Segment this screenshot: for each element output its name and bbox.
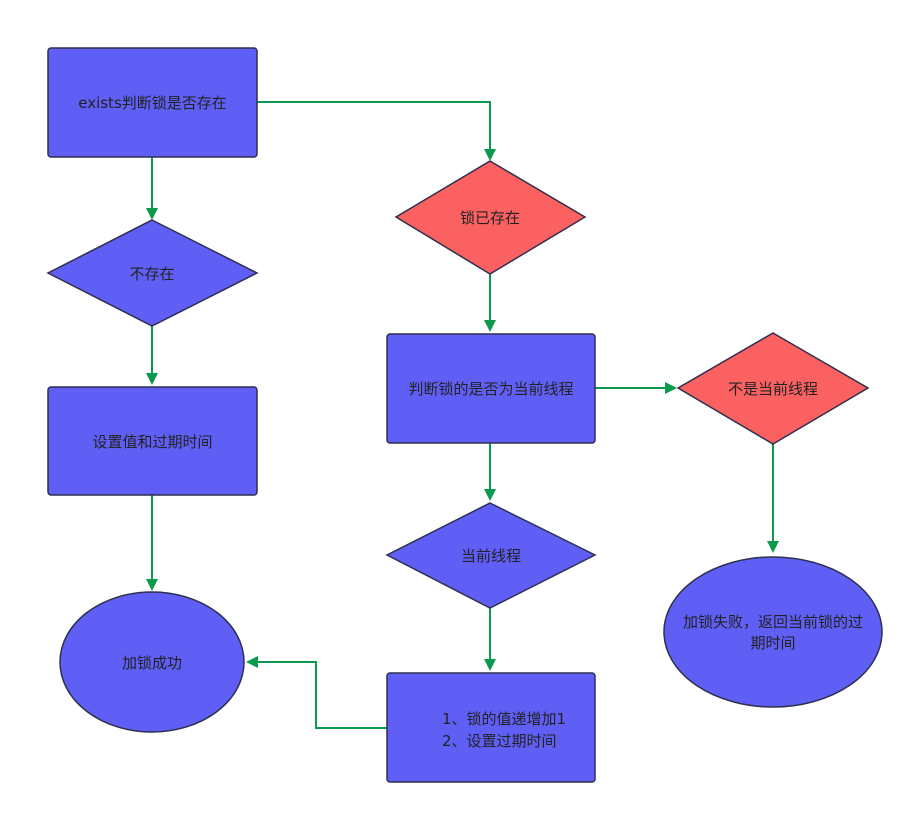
edge-exists-to-not-exist-arrow (146, 208, 158, 220)
edge-exists-to-lock-exists (257, 101, 491, 151)
lock-fail-line-2: 期时间 (750, 634, 795, 652)
node-exists-check: exists判断锁是否存在 (47, 47, 258, 158)
node-reentrant-steps: 1、锁的值递增加1 2、设置过期时间 (386, 672, 596, 783)
lock-success-label: 加锁成功 (122, 654, 182, 672)
edge-current-to-reentrant-arrow (484, 659, 496, 671)
lock-exists-label: 锁已存在 (460, 209, 520, 227)
decision-not-exist (46, 219, 259, 327)
terminal-lock-success (59, 591, 245, 733)
edge-set-value-to-success-arrow (146, 579, 158, 591)
process-box-exists-check (47, 47, 258, 158)
process-box-check-thread (386, 333, 596, 444)
decision-current-thread (385, 502, 597, 609)
lock-fail-line-1: 加锁失败，返回当前锁的过 (683, 613, 863, 631)
not-current-thread-label: 不是当前线程 (728, 380, 818, 398)
edge-not-current-to-fail-arrow (767, 541, 779, 553)
reentrant-step-1: 1、锁的值递增加1 (442, 710, 566, 728)
node-lock-exists: 锁已存在 (394, 160, 587, 275)
edge-check-thread-to-current-arrow (484, 489, 496, 501)
edge-check-thread-to-not-current-arrow (665, 382, 677, 394)
node-not-exist: 不存在 (46, 219, 259, 327)
terminal-lock-fail (663, 556, 883, 708)
node-set-value-expire: 设置值和过期时间 (47, 386, 258, 496)
edge-not-exist-to-set-value-arrow (146, 373, 158, 385)
edges (146, 101, 779, 729)
decision-not-current-thread (676, 332, 870, 445)
edge-lock-exists-to-check-thread-arrow (484, 320, 496, 332)
edge-reentrant-to-success (256, 661, 387, 729)
current-thread-label: 当前线程 (461, 547, 521, 565)
node-current-thread: 当前线程 (385, 502, 597, 609)
not-exist-label: 不存在 (129, 265, 174, 283)
edge-reentrant-to-success-arrow (246, 656, 258, 668)
node-not-current-thread: 不是当前线程 (676, 332, 870, 445)
node-check-thread: 判断锁的是否为当前线程 (386, 333, 596, 444)
edge-exists-to-lock-exists-arrow (484, 149, 496, 161)
node-lock-fail: 加锁失败，返回当前锁的过 期时间 (663, 556, 883, 708)
decision-lock-exists (394, 160, 587, 275)
process-box-set-value-expire (47, 386, 258, 496)
process-box-reentrant-steps (386, 672, 596, 783)
node-lock-success: 加锁成功 (59, 591, 245, 733)
reentrant-step-2: 2、设置过期时间 (442, 732, 557, 750)
exists-check-label: exists判断锁是否存在 (78, 94, 227, 112)
check-thread-label: 判断锁的是否为当前线程 (408, 380, 573, 398)
set-value-expire-label: 设置值和过期时间 (92, 433, 212, 451)
